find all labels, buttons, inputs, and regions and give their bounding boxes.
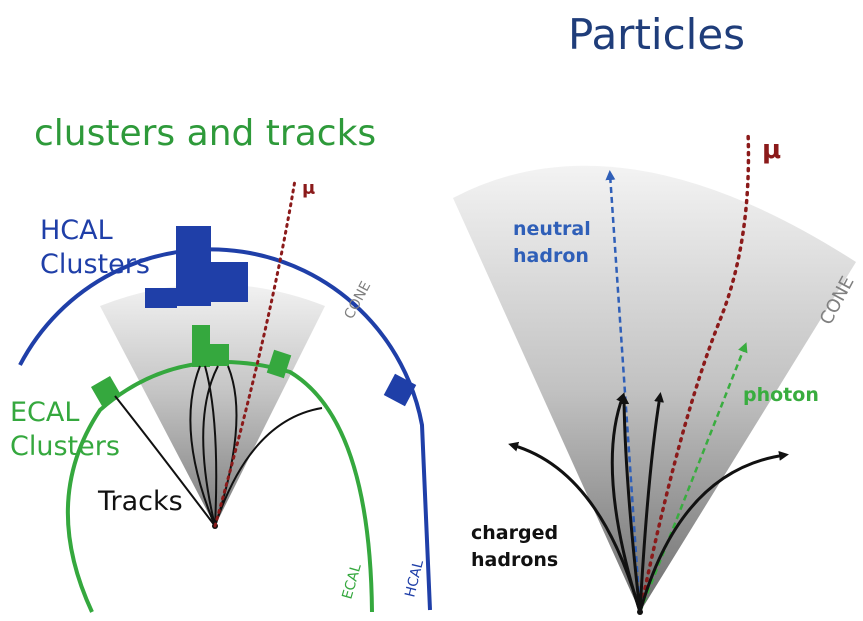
vertex-right xyxy=(637,609,643,615)
muon-track-right xyxy=(638,130,751,614)
ecal-clusters-label: ECAL Clusters xyxy=(10,396,120,464)
title-particles: Particles xyxy=(568,10,746,59)
hcal-clusters-line-2: Clusters xyxy=(40,249,150,280)
hcal-arc-label: HCAL xyxy=(402,558,427,599)
neutral-hadron-label: neutral hadron xyxy=(513,216,591,270)
photon-label: photon xyxy=(743,384,819,406)
ecal-cluster-3 xyxy=(209,344,229,366)
tracks-left xyxy=(114,365,323,527)
neutral-hadron-arrow xyxy=(605,170,642,613)
hcal-clusters-label: HCAL Clusters xyxy=(40,214,150,282)
ecal-cluster-2 xyxy=(192,325,210,367)
title-clusters-and-tracks: clusters and tracks xyxy=(34,113,377,154)
hcal-cluster-4 xyxy=(383,373,417,407)
charged-hadrons-label: charged hadrons xyxy=(471,520,558,574)
muon-track-left xyxy=(213,178,297,528)
ecal-cluster-1 xyxy=(90,375,122,407)
ecal-cluster-4 xyxy=(266,349,292,379)
tracks-label: Tracks xyxy=(98,486,183,517)
charged-hadrons-line-1: charged xyxy=(471,522,559,544)
cone-label-left: CONE xyxy=(341,279,374,322)
ecal-clusters-line-1: ECAL xyxy=(10,397,80,428)
cone-right xyxy=(453,165,856,612)
ecal-clusters-line-2: Clusters xyxy=(10,431,120,462)
hcal-clusters-line-1: HCAL xyxy=(40,215,113,246)
hcal-arc xyxy=(18,247,432,611)
hcal-cluster-3 xyxy=(210,262,248,302)
neutral-hadron-line-1: neutral xyxy=(513,218,591,240)
hcal-cluster-1 xyxy=(145,288,177,308)
charged-hadrons-line-2: hadrons xyxy=(471,549,559,571)
photon-arrow xyxy=(638,342,748,613)
mu-label-right: μ xyxy=(762,135,781,165)
charged-hadron-arrows xyxy=(508,392,789,613)
ecal-arc-label: ECAL xyxy=(339,562,364,601)
mu-label-left: μ xyxy=(302,178,315,199)
neutral-hadron-line-2: hadron xyxy=(513,245,589,267)
hcal-cluster-2 xyxy=(176,226,211,306)
